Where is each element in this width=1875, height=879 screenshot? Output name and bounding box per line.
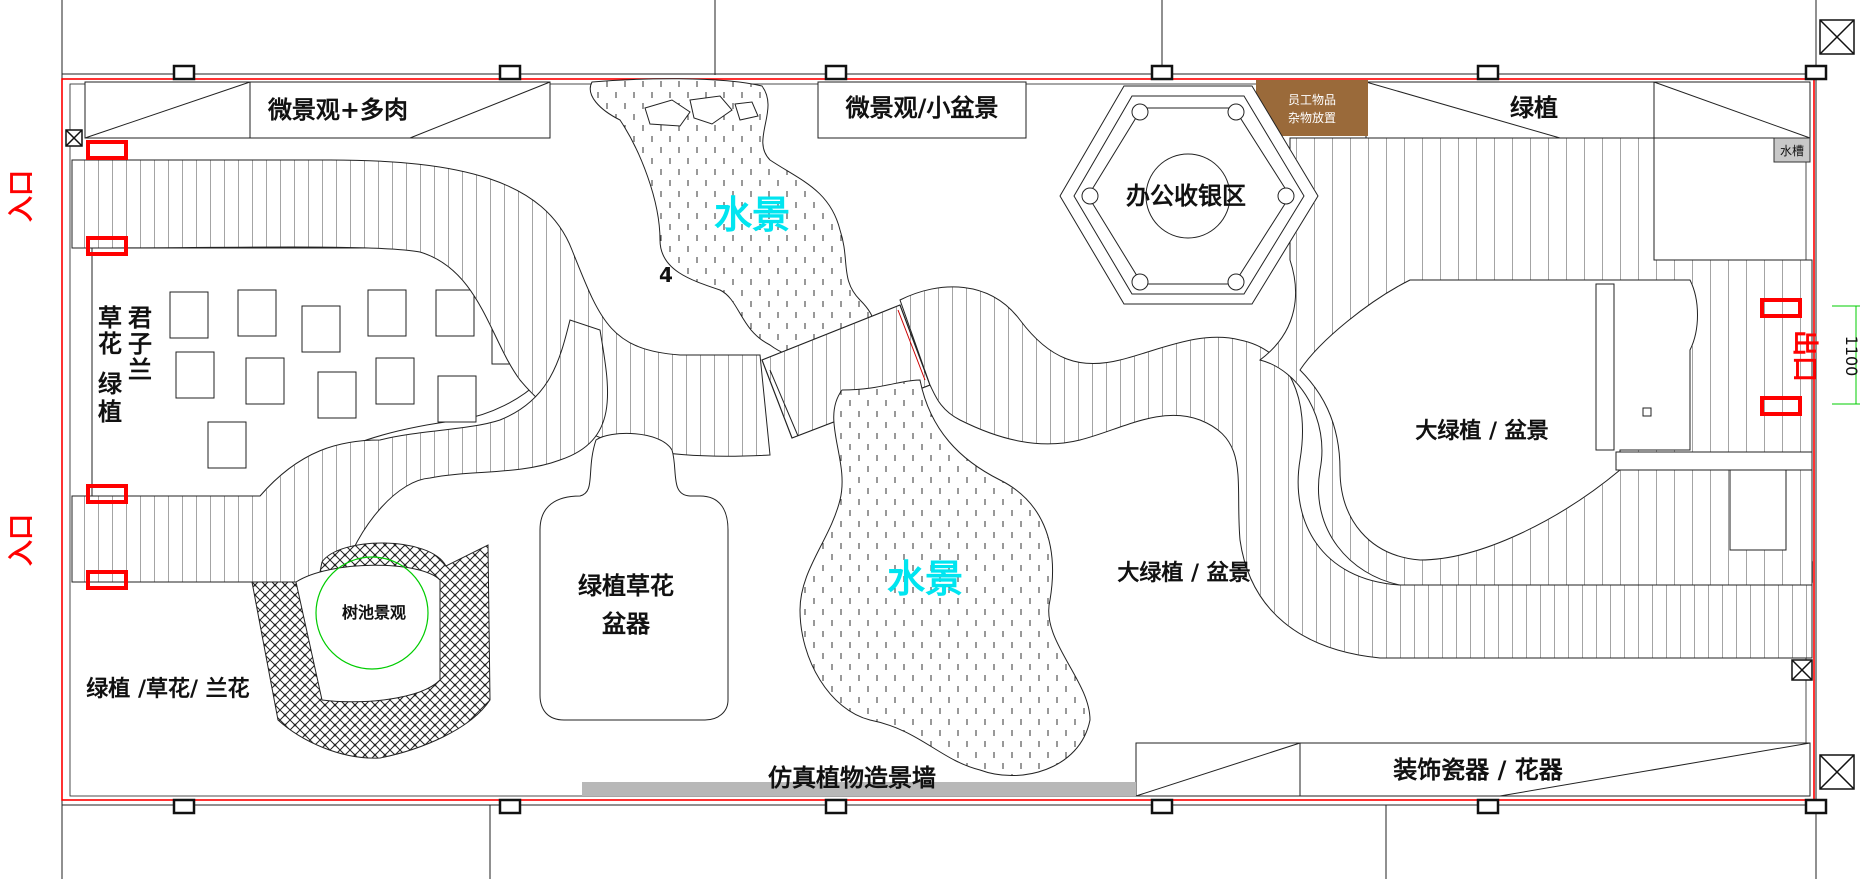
staff-storage-label-2: 杂物放置 [1288, 110, 1336, 125]
pots-label-1: 绿植草花 [578, 572, 674, 600]
entrance-label-upper: 入口 [7, 170, 37, 222]
walkway-left-lower [71, 319, 609, 583]
dimension-marker [1832, 305, 1860, 405]
flowers-char-4: 植 [98, 398, 122, 426]
flowers-char-3: 绿 [98, 370, 123, 398]
micro-bonsai-label: 微景观/小盆景 [845, 94, 999, 122]
door-markers [86, 140, 1802, 590]
right-fixtures [1595, 283, 1813, 551]
number-4-label: 4 [659, 263, 673, 287]
water-feature-lower [799, 379, 1091, 777]
sink-box [1773, 137, 1811, 163]
exit-label: 出口 [1789, 330, 1819, 382]
left-bottom-label: 绿植 /草花/ 兰花 [86, 676, 249, 702]
plant-wall-label: 仿真植物造景墙 [768, 764, 936, 792]
pots-label-2: 盆器 [602, 610, 651, 638]
clivia-char-2: 子 [128, 330, 152, 358]
sink-label: 水槽 [1780, 144, 1804, 158]
water-lower-label: 水景 [887, 557, 963, 601]
green-plants-top-label: 绿植 [1510, 94, 1558, 122]
clivia-char-3: 兰 [128, 356, 152, 384]
office-label: 办公收银区 [1126, 182, 1246, 210]
ceramics-shelf [1135, 742, 1811, 797]
staff-storage-label-1: 员工物品 [1288, 93, 1336, 107]
flowers-char-1: 草 [98, 304, 122, 332]
rock-cluster [644, 95, 759, 127]
dimension-label: 1100 [1842, 336, 1861, 377]
clivia-char-1: 君 [128, 304, 152, 332]
micro-succulent-label: 微景观+多肉 [267, 96, 408, 124]
office-cashier-hexagon [1059, 85, 1319, 305]
big-plants-mid-label: 大绿植 / 盆景 [1117, 560, 1250, 586]
tree-pool-label: 树池景观 [342, 603, 406, 622]
entrance-label-lower: 入口 [7, 514, 37, 566]
top-shelves [84, 81, 1811, 139]
big-plants-right-label: 大绿植 / 盆景 [1415, 418, 1548, 444]
tree-ring [315, 556, 429, 670]
shop-boundary [61, 78, 1815, 801]
artificial-plant-wall-bar [582, 782, 1136, 796]
pots-container-area [539, 432, 729, 721]
tree-pool-inner [295, 564, 441, 703]
plant-squares [169, 289, 531, 469]
columns [172, 64, 1828, 815]
ceramics-label: 装饰瓷器 / 花器 [1393, 756, 1563, 784]
water-upper-label: 水景 [714, 193, 790, 237]
flowers-char-2: 花 [98, 330, 122, 358]
